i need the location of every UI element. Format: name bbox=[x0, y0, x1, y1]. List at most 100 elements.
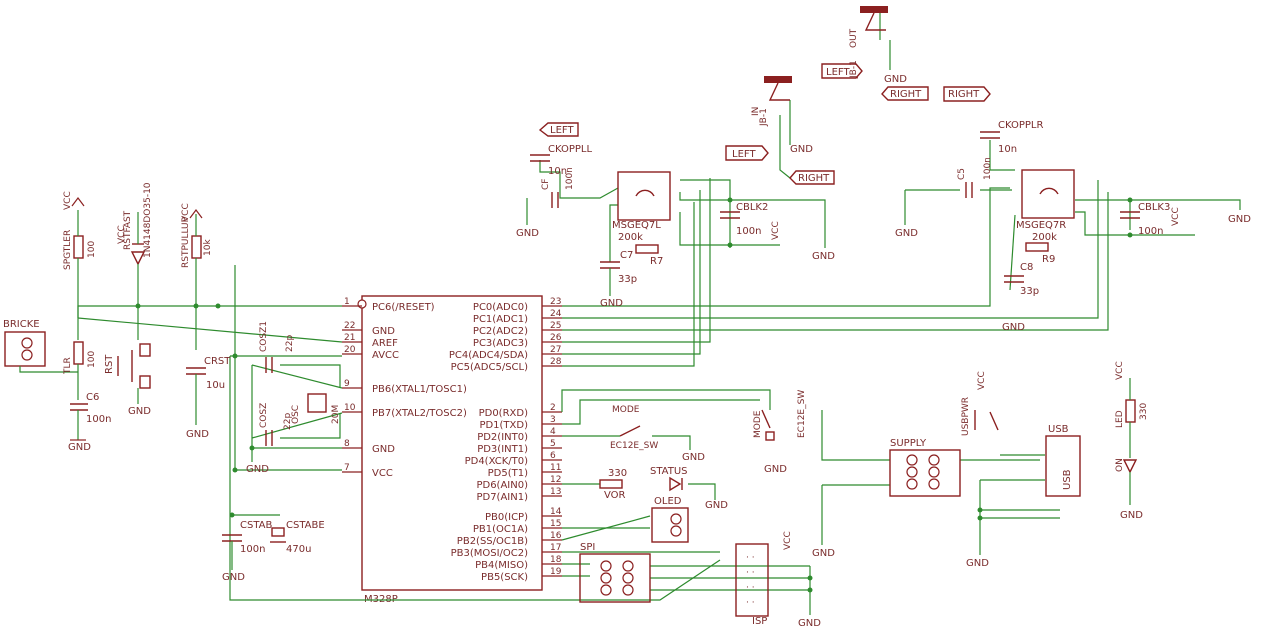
junction-dots bbox=[135, 197, 1133, 593]
gnd-label: GND bbox=[798, 618, 821, 629]
connector-spi[interactable]: SPI bbox=[579, 542, 651, 603]
label-on: ON bbox=[1115, 458, 1125, 472]
resistor-rstpullup[interactable]: RSTPULLUP 10k VCC bbox=[181, 203, 213, 306]
switch-mode-1[interactable]: MODE EC12E_SW GND bbox=[610, 405, 705, 463]
label-msgeq7l: MSGEQ7L bbox=[612, 220, 661, 231]
net-label-right-1[interactable]: RIGHT bbox=[789, 170, 835, 185]
vcc-label: VCC bbox=[63, 191, 73, 210]
usb-header-label: USB bbox=[1048, 424, 1069, 435]
label-crst: CRST bbox=[204, 356, 231, 367]
jack-out[interactable]: OUT JB-1 GND bbox=[849, 6, 907, 85]
value-cstabe: 470u bbox=[286, 544, 311, 555]
value-vor: 330 bbox=[608, 468, 627, 479]
label-spgtler: SPGTLER bbox=[63, 230, 73, 270]
vcc-label: VCC bbox=[117, 225, 127, 244]
mcu-pin-number: 17 bbox=[550, 543, 561, 553]
connector-bricke[interactable]: BRICKE bbox=[3, 319, 78, 373]
capacitor-c5[interactable]: C5 100n GND bbox=[895, 157, 993, 239]
connector-usb[interactable]: USB USB GND bbox=[966, 424, 1081, 569]
mcu-pin-number: 8 bbox=[344, 439, 350, 449]
connector-supply[interactable]: SUPPLY GND bbox=[812, 438, 961, 559]
mcu-pin-number: 12 bbox=[550, 475, 561, 485]
capacitor-cosz1[interactable]: COSZ1 22p bbox=[259, 321, 295, 373]
capacitor-cf[interactable]: CF 100n GND bbox=[516, 167, 575, 239]
gnd-label: GND bbox=[600, 298, 623, 309]
mcu-pin-number: 5 bbox=[550, 439, 556, 449]
gnd-label: GND bbox=[966, 558, 989, 569]
led-on[interactable]: ON GND bbox=[1115, 458, 1143, 521]
label-rstpullup: RSTPULLUP bbox=[181, 216, 191, 268]
net-label-text: RIGHT bbox=[948, 89, 980, 100]
label-cblk2: CBLK2 bbox=[736, 202, 768, 213]
capacitor-c6[interactable]: C6 100n GND bbox=[68, 392, 111, 453]
label-led: LED bbox=[1115, 410, 1125, 428]
value-cf: 100n bbox=[565, 167, 575, 190]
capacitor-c8[interactable]: C8 33p GND bbox=[1002, 262, 1039, 333]
capacitor-ckopplr[interactable]: CKOPPLR 10n bbox=[980, 120, 1043, 155]
value-r7: 200k bbox=[618, 232, 643, 243]
net-label-right-3[interactable]: RIGHT bbox=[943, 86, 991, 102]
mcu-pin-number: 9 bbox=[344, 379, 350, 389]
vcc-label: VCC bbox=[1115, 361, 1125, 380]
label-vor: VOR bbox=[604, 490, 626, 501]
net-label-left-3[interactable]: LEFT bbox=[821, 63, 863, 79]
gnd-label: GND bbox=[895, 228, 918, 239]
value-cblk2: 100n bbox=[736, 226, 761, 237]
capacitor-ckoppll[interactable]: CKOPPLL 10n bbox=[530, 144, 592, 177]
switch-usbpwr[interactable]: USBPWR VCC bbox=[961, 371, 999, 436]
mcu-pin-name: PC2(ADC2) bbox=[473, 326, 528, 337]
capacitor-cstabe[interactable]: CSTABE 470u bbox=[270, 520, 325, 555]
capacitor-cblk3[interactable]: CBLK3 100n GND VCC bbox=[1120, 202, 1251, 237]
label-mode-2: MODE bbox=[753, 410, 763, 438]
net-label-text: LEFT bbox=[550, 125, 574, 136]
mcu-pin-number: 3 bbox=[550, 415, 556, 425]
jack-in[interactable]: IN JB-1 GND bbox=[751, 76, 813, 155]
mcu-pin-name: PB2(SS/OC1B) bbox=[457, 536, 528, 547]
part-rstfast: 1N4148DO35-10 bbox=[143, 182, 153, 258]
svg-text:· ·: · · bbox=[746, 583, 755, 593]
capacitor-cosz[interactable]: COSZ 22p GND bbox=[246, 403, 293, 475]
resistor-tlr[interactable]: TLR 100 bbox=[63, 341, 97, 400]
mcu-pin-number: 6 bbox=[550, 451, 556, 461]
label-ckopplr: CKOPPLR bbox=[998, 120, 1043, 131]
value-tlr: 100 bbox=[87, 351, 97, 368]
connector-oled[interactable]: OLED bbox=[651, 496, 689, 543]
resistor-r9[interactable]: 200k R9 bbox=[1025, 232, 1057, 265]
resistor-vor[interactable]: 330 VOR bbox=[599, 468, 627, 501]
label-rstfast: RSTFAST bbox=[123, 210, 133, 250]
label-r9: R9 bbox=[1042, 254, 1055, 265]
resistor-led[interactable]: LED 330 VCC bbox=[1115, 361, 1149, 458]
label-cstabe: CSTABE bbox=[286, 520, 325, 531]
mcu-pin-number: 27 bbox=[550, 345, 561, 355]
gnd-label: GND bbox=[1002, 322, 1025, 333]
connector-isp[interactable]: · · · · · · · · ISP GND VCC bbox=[735, 531, 821, 629]
mcu-pin-number: 20 bbox=[344, 345, 356, 355]
diode-rstfast[interactable]: RSTFAST 1N4148DO35-10 VCC bbox=[117, 182, 153, 306]
label-oled: OLED bbox=[654, 496, 682, 507]
led-status[interactable]: STATUS GND bbox=[650, 466, 728, 511]
resistor-r7[interactable]: 200k R7 bbox=[618, 232, 663, 267]
label-out-jack: OUT bbox=[849, 28, 859, 48]
value-ckopplr: 10n bbox=[998, 144, 1017, 155]
net-label-right-2[interactable]: RIGHT bbox=[881, 86, 929, 101]
net-label-left-1[interactable]: LEFT bbox=[538, 122, 579, 137]
ic-msgeq7r[interactable]: MSGEQ7R bbox=[1016, 169, 1075, 231]
net-label-left-2[interactable]: LEFT bbox=[725, 145, 769, 161]
switch-mode-2[interactable]: MODE EC12E_SW GND bbox=[753, 390, 807, 475]
switch-rst[interactable]: RST GND bbox=[104, 343, 151, 417]
mcu-pin-name: PD6(AIN0) bbox=[476, 480, 528, 491]
value-c8: 33p bbox=[1020, 286, 1039, 297]
capacitor-cblk2[interactable]: CBLK2 100n GND VCC bbox=[720, 202, 835, 262]
mcu-pin-name: AVCC bbox=[372, 350, 399, 361]
crystal-osc[interactable]: OSC 20M bbox=[291, 393, 341, 424]
gnd-label: GND bbox=[222, 572, 245, 583]
ic-msgeq7l[interactable]: MSGEQ7L bbox=[612, 171, 671, 231]
resistor-spgtler[interactable]: SPGTLER 100 VCC bbox=[63, 191, 97, 340]
capacitor-crst[interactable]: CRST 10u GND bbox=[186, 356, 231, 440]
capacitor-c7[interactable]: C7 33p GND bbox=[600, 250, 637, 309]
gnd-label: GND bbox=[812, 548, 835, 559]
capacitor-cstab[interactable]: CSTAB 100n GND bbox=[222, 520, 273, 583]
mcu-pin-name: PD0(RXD) bbox=[479, 408, 528, 419]
value-led: 330 bbox=[1139, 403, 1149, 420]
